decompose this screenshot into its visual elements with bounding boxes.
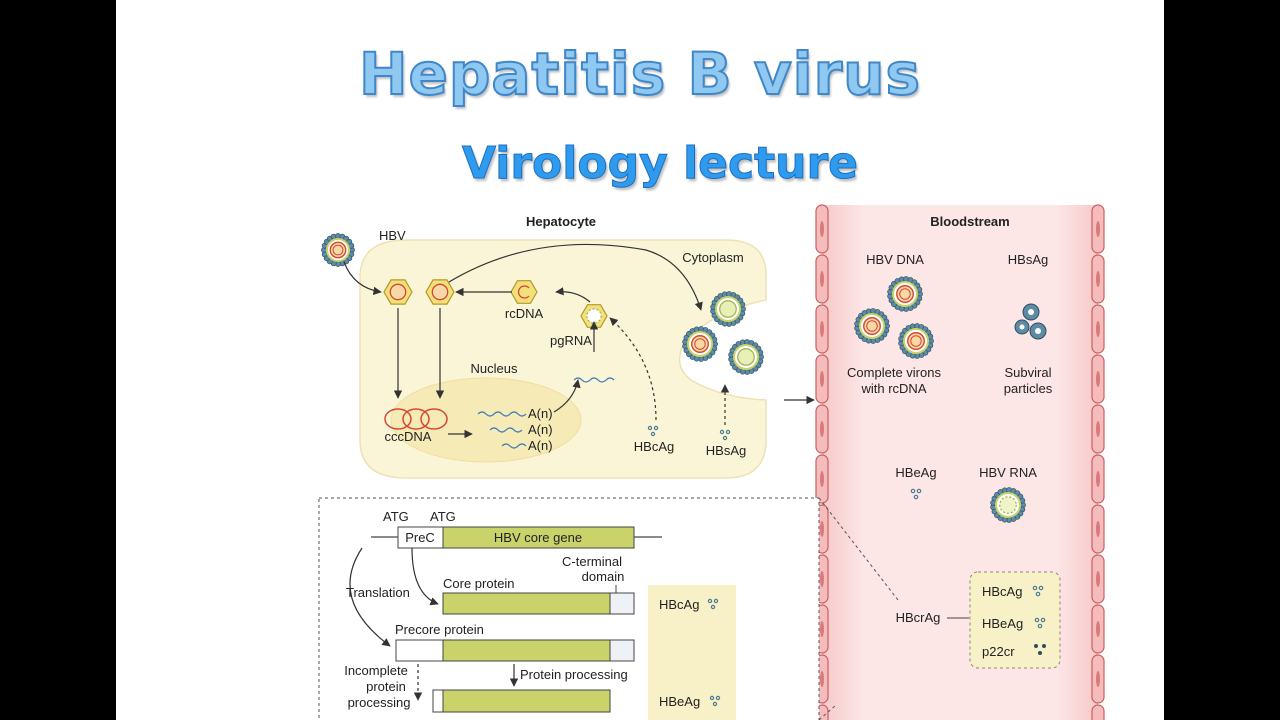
blood-hbsag-label: HBsAg — [1008, 252, 1048, 267]
an-label-2: A(n) — [528, 422, 553, 437]
complete-virions-label-2: with rcDNA — [860, 381, 926, 396]
prec-label: PreC — [405, 530, 435, 545]
hbv-rna-label: HBV RNA — [979, 465, 1037, 480]
atg-label-1: ATG — [383, 509, 409, 524]
blood-vessel-right-wall — [1091, 204, 1105, 720]
core-gene-label: HBV core gene — [494, 530, 582, 545]
cytoplasm-label: Cytoplasm — [682, 250, 743, 265]
virion-particle — [321, 233, 355, 267]
cccdna-rings — [384, 408, 448, 430]
slide: Hepatitis B virus Virology lecture Blood… — [116, 0, 1164, 720]
virion-particle — [854, 308, 890, 344]
virion-particle — [728, 339, 764, 375]
subviral-label-2: particles — [1004, 381, 1053, 396]
c-terminal-label: C-terminal — [562, 554, 622, 569]
gene-antigen-dots — [707, 598, 721, 707]
subviral-particles — [1014, 303, 1047, 340]
hbcrag-hbcag-label: HBcAg — [982, 584, 1022, 599]
incomplete-label-3: processing — [348, 695, 411, 710]
hbv-lifecycle-diagram: Bloodstream HBV DNA HBsAg Complete viron… — [318, 204, 1105, 720]
capsid — [580, 304, 608, 328]
antigen-dots — [910, 488, 1046, 629]
gene-hbcag-label: HBcAg — [659, 597, 699, 612]
virion-particle — [682, 326, 718, 362]
dashed-arrows — [609, 317, 730, 425]
capsid — [383, 279, 413, 305]
hbv-label: HBV — [379, 228, 406, 243]
hepatocyte-heading: Hepatocyte — [526, 214, 596, 229]
hbcrag-p22cr-label: p22cr — [982, 644, 1015, 659]
nucleus-label: Nucleus — [471, 361, 518, 376]
protein-processing-label: Protein processing — [520, 667, 628, 682]
core-gene-panel: ATG ATG PreC HBV core gene Translation C… — [318, 497, 899, 720]
slide-title: Hepatitis B virus — [358, 39, 921, 109]
lifecycle-arrows — [343, 243, 815, 439]
virion-particle — [710, 291, 746, 327]
rna-transcripts — [477, 377, 615, 449]
capsid — [510, 280, 538, 304]
cell-virions — [321, 233, 764, 375]
hbcrag-hbeag-label: HBeAg — [982, 616, 1023, 631]
an-label-3: A(n) — [528, 438, 553, 453]
c-terminal-label-2: domain — [582, 569, 625, 584]
incomplete-label-2: protein — [366, 679, 406, 694]
hepatocyte-panel: Hepatocyte Nucleus Cytoplasm HBV rcDNA p… — [321, 214, 815, 479]
gene-hbeag-label: HBeAg — [659, 694, 700, 709]
virion-particle — [990, 487, 1026, 523]
virion-particle — [898, 323, 934, 359]
virion-particle — [887, 276, 923, 312]
cyto-antigen-dots — [647, 425, 731, 441]
cccdna-label: cccDNA — [385, 429, 432, 444]
precore-protein-label: Precore protein — [395, 622, 484, 637]
atg-label-2: ATG — [430, 509, 456, 524]
pgrna-label: pgRNA — [550, 333, 592, 348]
incomplete-label: Incomplete — [344, 663, 408, 678]
complete-virions-label: Complete virons — [847, 365, 941, 380]
an-label-1: A(n) — [528, 406, 553, 421]
subviral-label: Subviral — [1005, 365, 1052, 380]
core-protein-label: Core protein — [443, 576, 515, 591]
rcdna-label: rcDNA — [505, 306, 544, 321]
p22cr-dots — [1034, 644, 1046, 655]
blood-virions — [854, 276, 1026, 523]
slide-subtitle: Virology lecture — [462, 138, 859, 190]
gene-arrows — [349, 547, 519, 687]
translation-label: Translation — [346, 585, 410, 600]
blood-hbeag-label: HBeAg — [895, 465, 936, 480]
cyto-hbcag-label: HBcAg — [634, 439, 674, 454]
capsids — [383, 279, 608, 328]
bloodstream-panel: Bloodstream HBV DNA HBsAg Complete viron… — [815, 204, 1105, 720]
bloodstream-heading: Bloodstream — [930, 214, 1009, 229]
cyto-hbsag-label: HBsAg — [706, 443, 746, 458]
hbcrag-label: HBcrAg — [896, 610, 941, 625]
capsid — [425, 279, 455, 305]
hbv-dna-label: HBV DNA — [866, 252, 924, 267]
